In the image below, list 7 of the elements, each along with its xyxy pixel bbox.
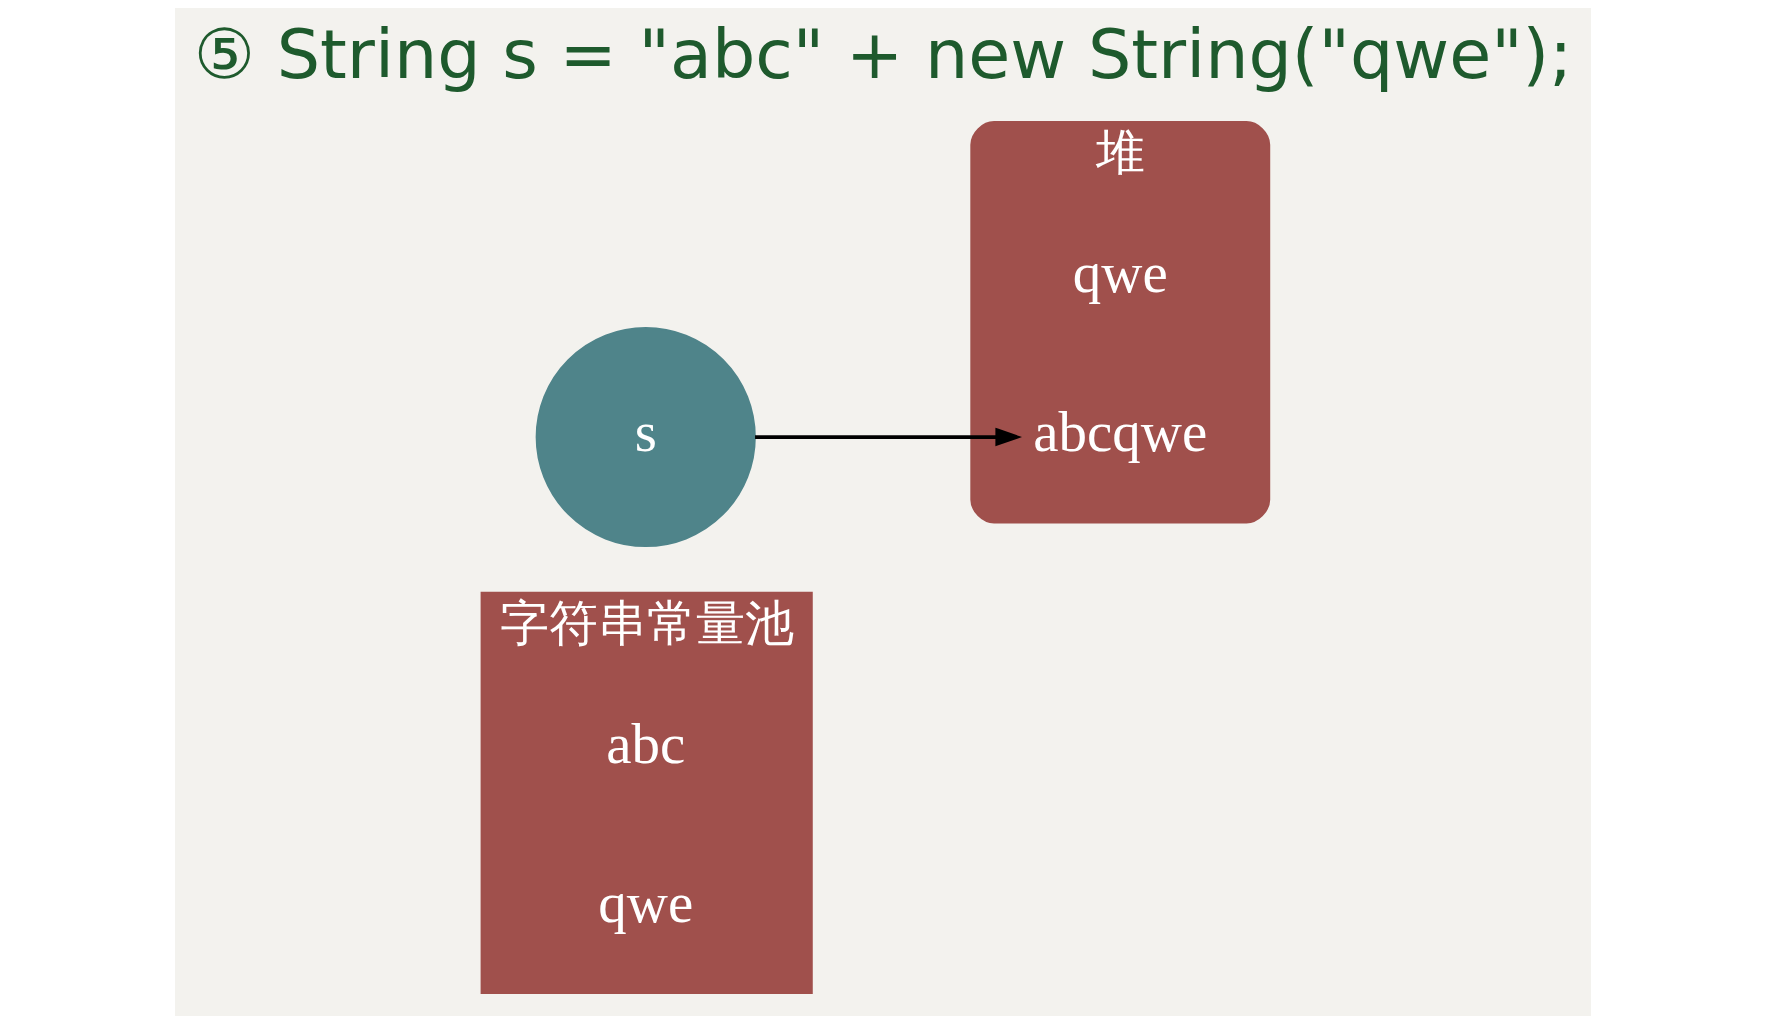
diagram-title: ⑤ String s = "abc" + new String("qwe"); <box>193 14 1573 94</box>
node-text: qwe <box>598 870 694 934</box>
node-text: qwe <box>1072 240 1168 304</box>
node-text: abc <box>606 711 686 775</box>
node-text: abcqwe <box>1033 400 1208 464</box>
node-circle: s <box>535 326 756 548</box>
arrow <box>755 427 1022 447</box>
